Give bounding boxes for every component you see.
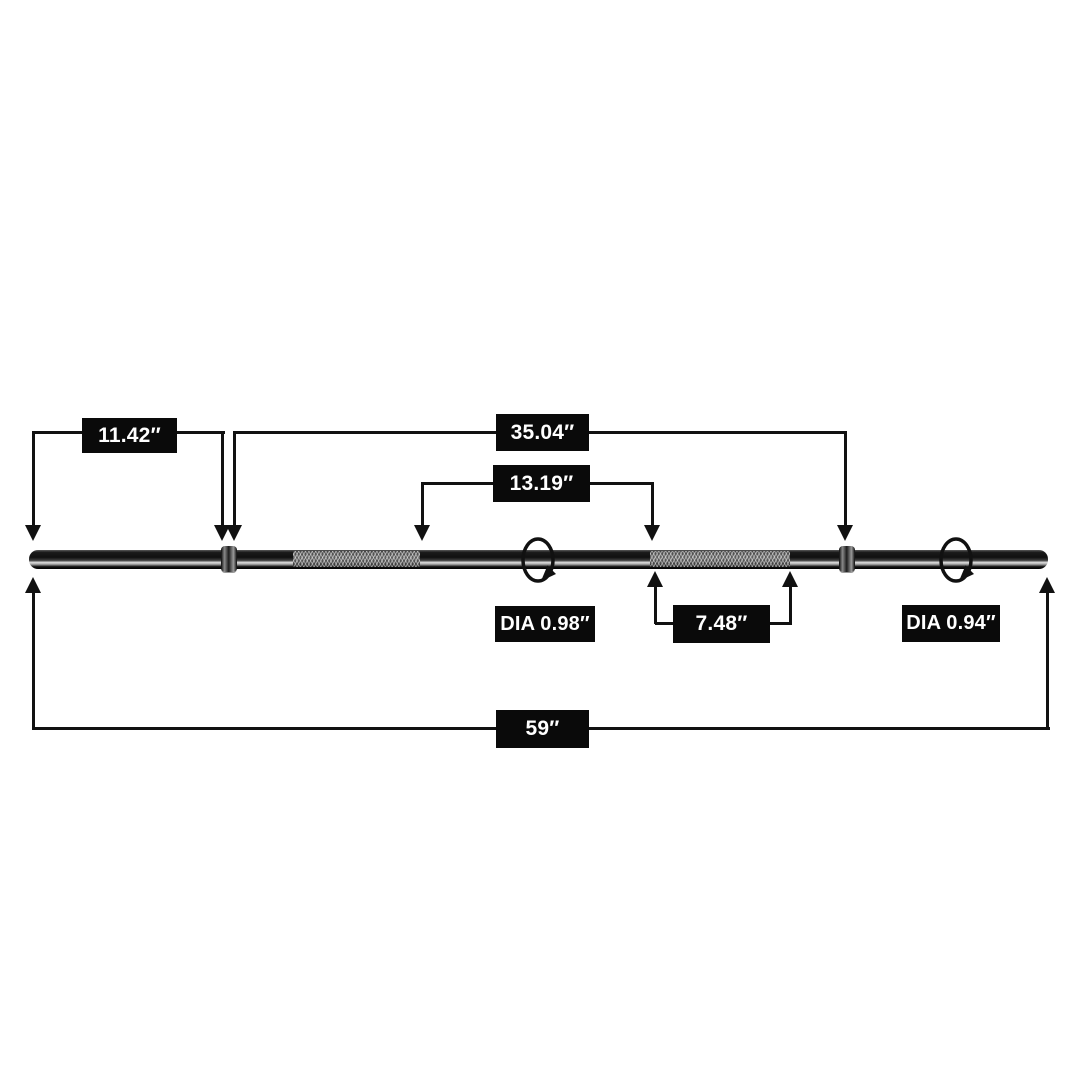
- dimension-line: [233, 431, 236, 525]
- rotation-arrow-icon: [521, 537, 556, 583]
- dim-label-knurl-span: 13.19″: [493, 465, 590, 502]
- dimension-line: [651, 482, 654, 525]
- rotation-arrow-icon: [939, 537, 974, 583]
- collar-ring-right: [839, 546, 855, 572]
- arrowhead-down-icon: [226, 525, 242, 541]
- knurl-section-center: [650, 551, 790, 567]
- dimension-line: [1046, 592, 1049, 730]
- arrowhead-up-icon: [25, 577, 41, 593]
- knurl-section-left: [293, 551, 420, 567]
- dim-label-sleeve-left: 11.42″: [82, 418, 177, 453]
- dimension-line: [654, 586, 657, 624]
- dim-label-total-length: 59″: [496, 710, 589, 748]
- dimension-line: [789, 586, 792, 624]
- arrowhead-down-icon: [644, 525, 660, 541]
- dimension-line: [32, 431, 35, 525]
- dimension-line: [221, 431, 224, 525]
- dim-label-shaft-span: 35.04″: [496, 414, 589, 451]
- dimension-line: [32, 592, 35, 730]
- arrowhead-up-icon: [1039, 577, 1055, 593]
- dim-label-dia-sleeve: DIA 0.94″: [902, 605, 1000, 642]
- barbell-bar: [29, 550, 1048, 569]
- arrowhead-down-icon: [837, 525, 853, 541]
- collar-ring-left: [221, 546, 237, 572]
- dim-label-dia-shaft: DIA 0.98″: [495, 606, 595, 642]
- dimension-line: [844, 431, 847, 525]
- dim-label-grip-span: 7.48″: [673, 605, 770, 643]
- dimension-line: [421, 482, 424, 525]
- arrowhead-up-icon: [647, 571, 663, 587]
- arrowhead-up-icon: [782, 571, 798, 587]
- arrowhead-down-icon: [414, 525, 430, 541]
- arrowhead-down-icon: [25, 525, 41, 541]
